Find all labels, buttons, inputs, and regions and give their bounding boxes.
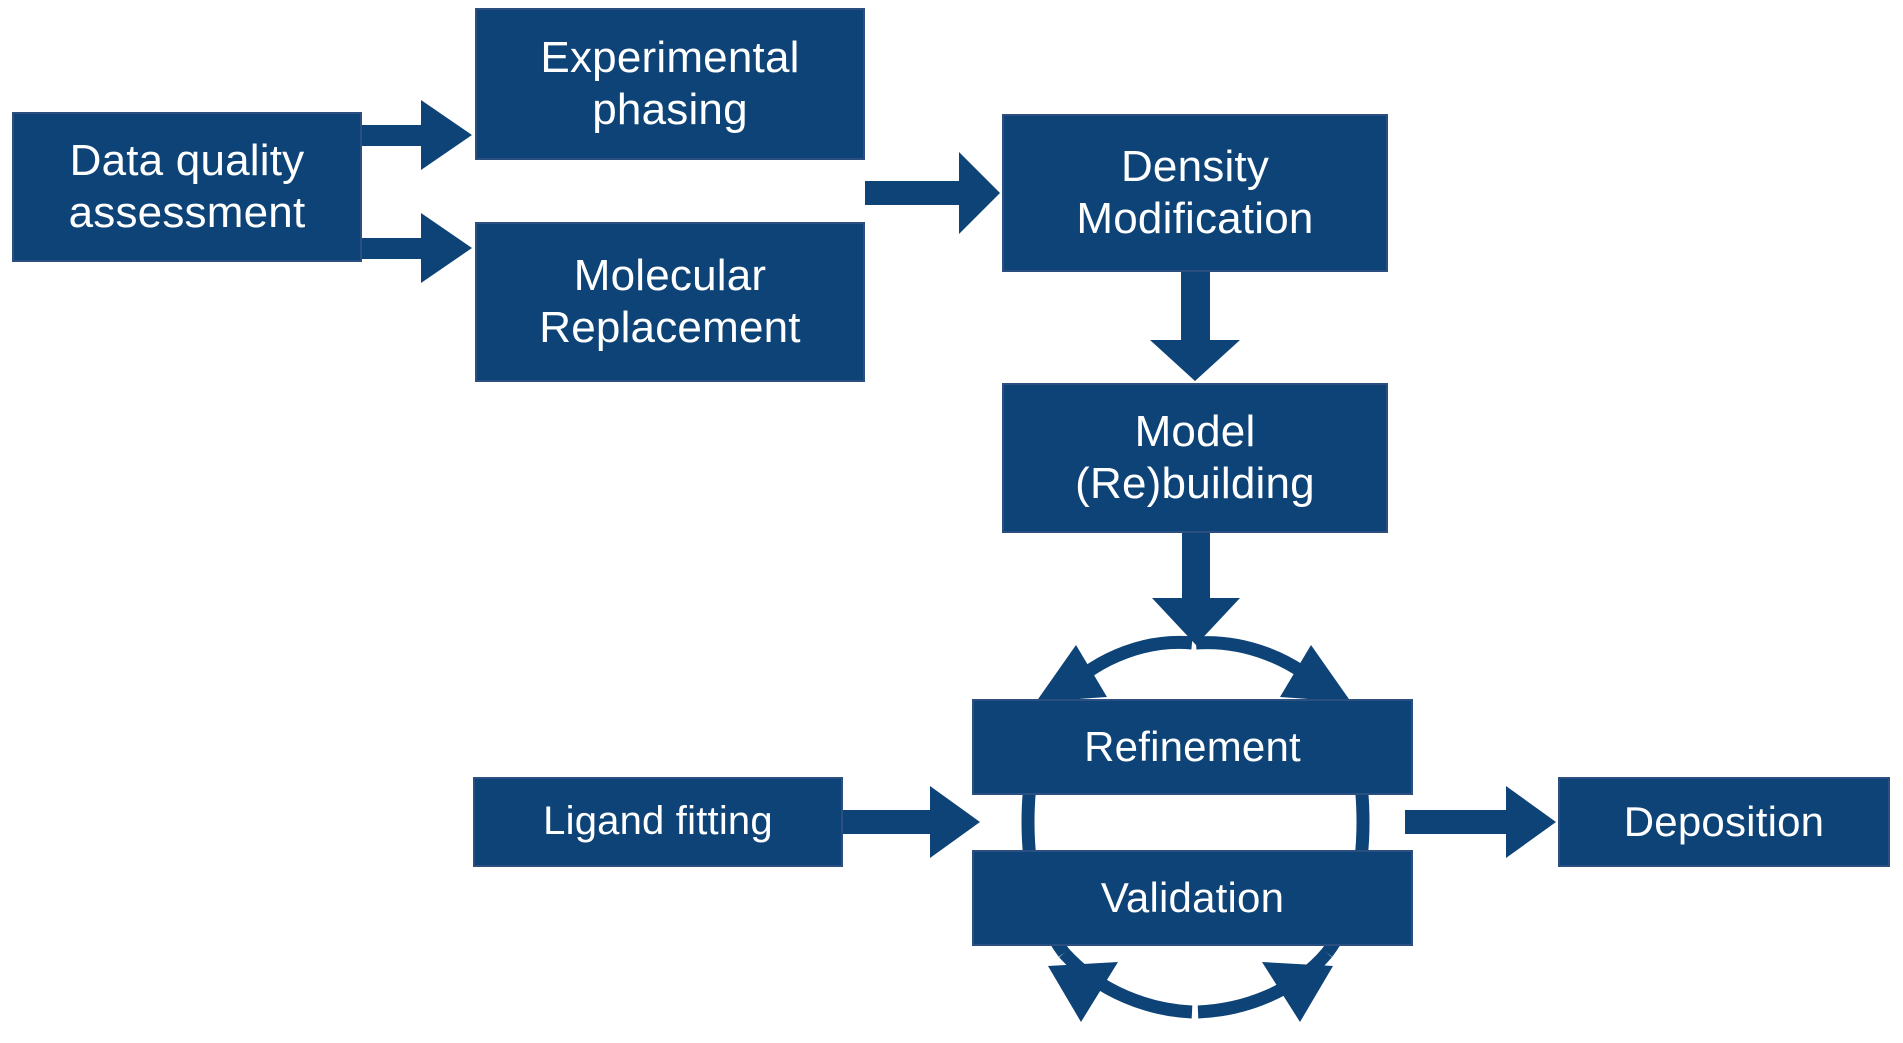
- node-experimental-phasing[interactable]: Experimental phasing: [475, 8, 865, 160]
- cycle-arc-top-right-icon: [1195, 636, 1335, 701]
- cycle-arc-bottom-left-icon: [1059, 948, 1193, 1019]
- cycle-arc-top-left-icon: [1059, 635, 1193, 697]
- node-label: Model (Re)building: [1075, 407, 1315, 508]
- cycle-arrowhead-bottom-right-icon: [1262, 962, 1333, 1022]
- node-label: Density Modification: [1076, 142, 1314, 243]
- arrow-data-quality-to-molecular: [362, 213, 472, 283]
- node-validation[interactable]: Validation: [972, 850, 1413, 946]
- cycle-arc-bottom-right-icon: [1197, 948, 1332, 1019]
- node-label: Data quality assessment: [68, 136, 306, 237]
- node-label: Ligand fitting: [543, 799, 773, 844]
- node-label: Experimental phasing: [540, 33, 800, 134]
- node-data-quality-assessment[interactable]: Data quality assessment: [12, 112, 362, 262]
- cycle-arrowhead-top-right-icon: [1280, 645, 1351, 702]
- node-density-modification[interactable]: Density Modification: [1002, 114, 1388, 272]
- node-molecular-replacement[interactable]: Molecular Replacement: [475, 222, 865, 382]
- cycle-arrowhead-top-left-icon: [1036, 645, 1107, 702]
- node-model-rebuilding[interactable]: Model (Re)building: [1002, 383, 1388, 533]
- node-ligand-fitting[interactable]: Ligand fitting: [473, 777, 843, 867]
- arrow-model-to-cycle: [1152, 533, 1240, 645]
- arrow-data-quality-to-experimental: [362, 100, 472, 170]
- node-label: Molecular Replacement: [539, 251, 801, 352]
- node-refinement[interactable]: Refinement: [972, 699, 1413, 795]
- arrow-density-to-model: [1150, 272, 1240, 381]
- node-label: Refinement: [1084, 723, 1301, 771]
- arrow-ligand-to-cycle: [843, 786, 980, 858]
- node-label: Validation: [1100, 874, 1285, 922]
- cycle-arrowhead-bottom-left-icon: [1048, 962, 1118, 1022]
- node-deposition[interactable]: Deposition: [1558, 777, 1890, 867]
- arrow-cycle-to-deposition: [1405, 786, 1556, 858]
- arrow-phasing-to-density: [865, 152, 1000, 234]
- node-label: Deposition: [1623, 798, 1825, 846]
